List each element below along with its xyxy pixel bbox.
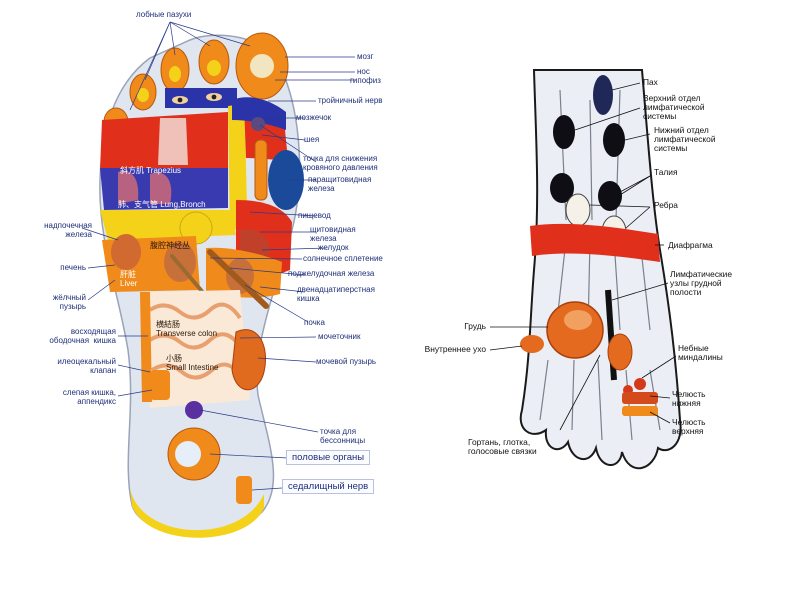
label-cerebellum: мозжечок [296,113,332,122]
label-ascending-colon: восходящая ободочная кишка [49,327,116,345]
label-chest-lymph: Лимфатические узлы грудной полости [670,269,733,297]
zone-label-solar: 腹腔神经丛 [150,241,190,250]
label-tonsils: Небные миндалины [678,343,723,362]
ribs-icon [565,193,591,227]
zone-label-trapezius: 斜方肌 Trapezius [120,166,182,175]
lower-jaw-icon [622,392,658,404]
insomnia-point-icon [185,401,203,419]
right-leader-lines [489,82,677,431]
chest-lymph-icon [605,289,617,381]
left-foot-sole [81,21,355,538]
label-inner-ear: Внутреннее ухо [424,344,486,354]
label-groin: Пах [643,77,658,87]
label-parathyroid: паращитовидная железа [308,175,372,193]
label-upper-jaw: Челюсть верхняя [672,417,706,436]
label-breast: Грудь [464,321,486,331]
label-gallbladder: жёлчный пузырь [52,293,86,311]
label-thyroid: щитовидная железа [310,225,356,243]
bladder-icon [231,329,266,391]
label-genitals: половые органы [286,450,371,465]
label-sinuses: лобные пазухи [136,10,192,19]
label-lower-lymph: Нижний отдел лимфатической системы [654,125,716,153]
waist-icon [598,181,622,211]
upper-jaw-icon [622,406,658,416]
label-esophagus: пищевод [298,211,331,220]
diaphragm-zone [530,223,660,262]
label-waist: Талия [654,167,678,177]
throat-icon [607,333,633,371]
yellow-band [228,104,248,230]
label-throat: Гортань, глотка, голосовые связки [468,437,537,456]
label-bladder: мочевой пузырь [316,357,377,366]
zone-label-liver: 肝脏 Liver [120,270,138,288]
label-ribs: Ребра [654,200,678,210]
tonsils-icon [634,378,646,390]
zone-label-lung: 肺、支气管 Lung,Bronch [118,200,206,209]
label-liver: печень [60,263,86,272]
zone-label-small: 小肠 Small Intestine [166,354,219,372]
inner-ear-icon [520,335,544,353]
right-foot-dorsal [489,69,682,470]
heel-zone [130,488,264,538]
lower-lymph-icon [603,123,625,157]
left-leader-lines [81,21,355,491]
label-sciatic: седалищный нерв [282,479,375,494]
sciatic-icon [236,476,252,504]
label-ileocecal: илеоцекальный клапан [57,357,116,375]
right-foot-outline [519,69,682,470]
label-trigeminal: тройничный нерв [318,96,383,105]
label-kidney: почка [304,318,325,327]
label-upper-lymph: Верхний отдел лимфатической системы [643,93,705,121]
pressure-point-icon [251,117,265,131]
cerebellum-zone [232,97,286,130]
label-insomnia: точка для бессонницы [320,427,366,445]
label-cecum: слепая кишка, аппендикс [62,388,116,406]
label-pancreas: поджелудочная железа [288,269,375,278]
label-adrenal: надпочечная железа [44,221,92,239]
label-lower-jaw: Челюсть нижняя [672,389,706,408]
label-nose: нос [357,67,370,76]
upper-lymph-icon [553,115,575,149]
zone-label-transverse: 横結肠 Transverse colon [156,320,218,338]
label-ureter: мочеточник [318,332,361,341]
label-brain: мозг [357,52,374,61]
label-pituitary: гипофиз [350,76,381,85]
label-pressure-point: точка для снижения кровяного давления [303,154,378,172]
groin-point-icon [593,75,613,115]
label-diaphragm: Диафрагма [668,240,713,250]
label-duodenum: двенадцатиперстная кишка [297,285,375,303]
label-solar-plexus: солнечное сплетение [303,254,383,263]
label-stomach: желудок [318,243,349,252]
label-neck: шея [304,135,320,144]
